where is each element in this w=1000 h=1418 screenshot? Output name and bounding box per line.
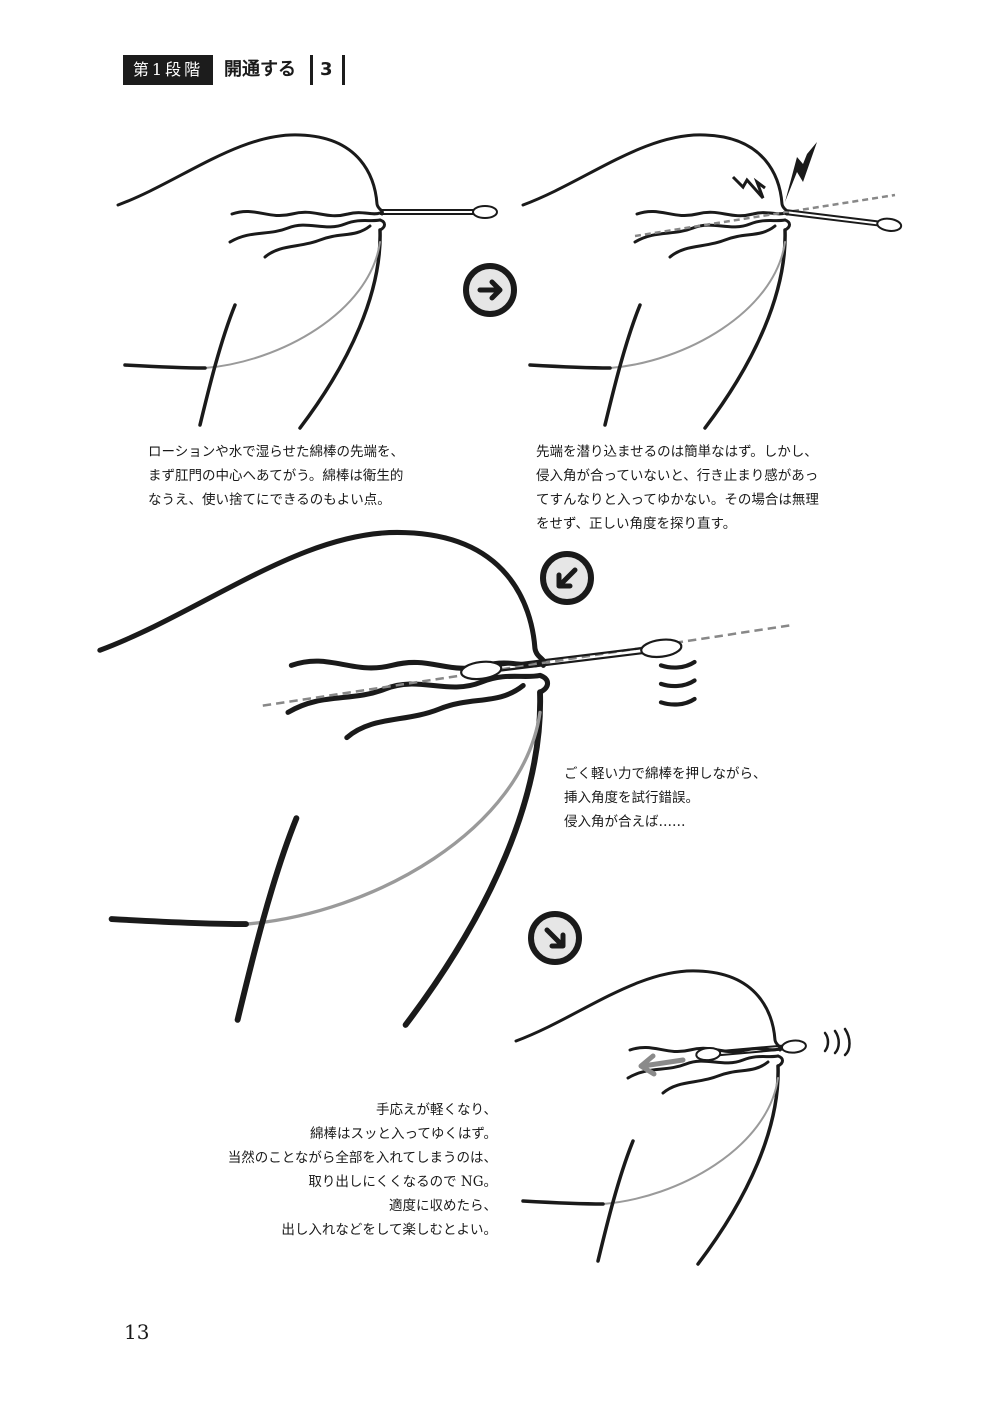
caption-line: 出し入れなどをして楽しむとよい。 [281,1222,497,1238]
caption-line: てすんなりと入ってゆかない。その場合は無理 [536,492,819,508]
section-title: 開通する [224,59,296,80]
lightning-icon [785,142,817,202]
caption-line: ごく軽い力で綿棒を押しながら、 [564,766,767,782]
arrow-down-right-icon [528,911,582,965]
caption-line: 適度に収めたら、 [389,1198,497,1214]
figure-3 [100,532,793,1024]
caption-line: 手応えが軽くなり、 [376,1102,497,1118]
caption-line: まず肛門の中心へあてがう。綿棒は衛生的 [148,468,404,484]
pull-arrow-icon [638,1053,686,1077]
caption-3: ごく軽い力で綿棒を押しながら、 挿入角度を試行錯誤。 侵入角が合えば…… [564,762,767,834]
divider [310,55,313,85]
caption-1: ローションや水で湿らせた綿棒の先端を、 まず肛門の中心へあてがう。綿棒は衛生的 … [148,440,404,512]
section-number: 3 [320,59,333,80]
caption-2: 先端を潜り込ませるのは簡単なはず。しかし、 侵入角が合っていないと、行き止まり感… [536,440,819,536]
divider [342,55,345,85]
pain-icon [731,175,766,199]
caption-line: ローションや水で湿らせた綿棒の先端を、 [148,444,404,460]
page-number: 13 [124,1320,150,1344]
caption-line: 侵入角が合えば…… [564,814,686,830]
caption-line: 侵入角が合っていないと、行き止まり感があっ [536,468,819,484]
figure-1 [116,133,498,430]
figure-2 [521,133,903,430]
figure-4 [514,969,851,1266]
caption-line: 取り出しにくくなるので NG。 [308,1174,497,1190]
caption-line: 先端を潜り込ませるのは簡単なはず。しかし、 [536,444,818,460]
stage-label: 第1段階 [123,55,213,85]
vibration-icon [823,1027,851,1057]
caption-4: 手応えが軽くなり、 綿棒はスッと入ってゆくはず。 当然のことながら全部を入れてし… [228,1098,497,1242]
vibration-icon [658,659,697,707]
arrow-right-icon [463,263,517,317]
caption-line: をせず、正しい角度を探り直す。 [536,516,737,532]
caption-line: なうえ、使い捨てにできるのもよい点。 [148,492,391,508]
caption-line: 当然のことながら全部を入れてしまうのは、 [227,1150,497,1166]
caption-line: 挿入角度を試行錯誤。 [564,790,699,806]
arrow-down-left-icon [540,551,594,605]
caption-line: 綿棒はスッと入ってゆくはず。 [310,1126,497,1142]
